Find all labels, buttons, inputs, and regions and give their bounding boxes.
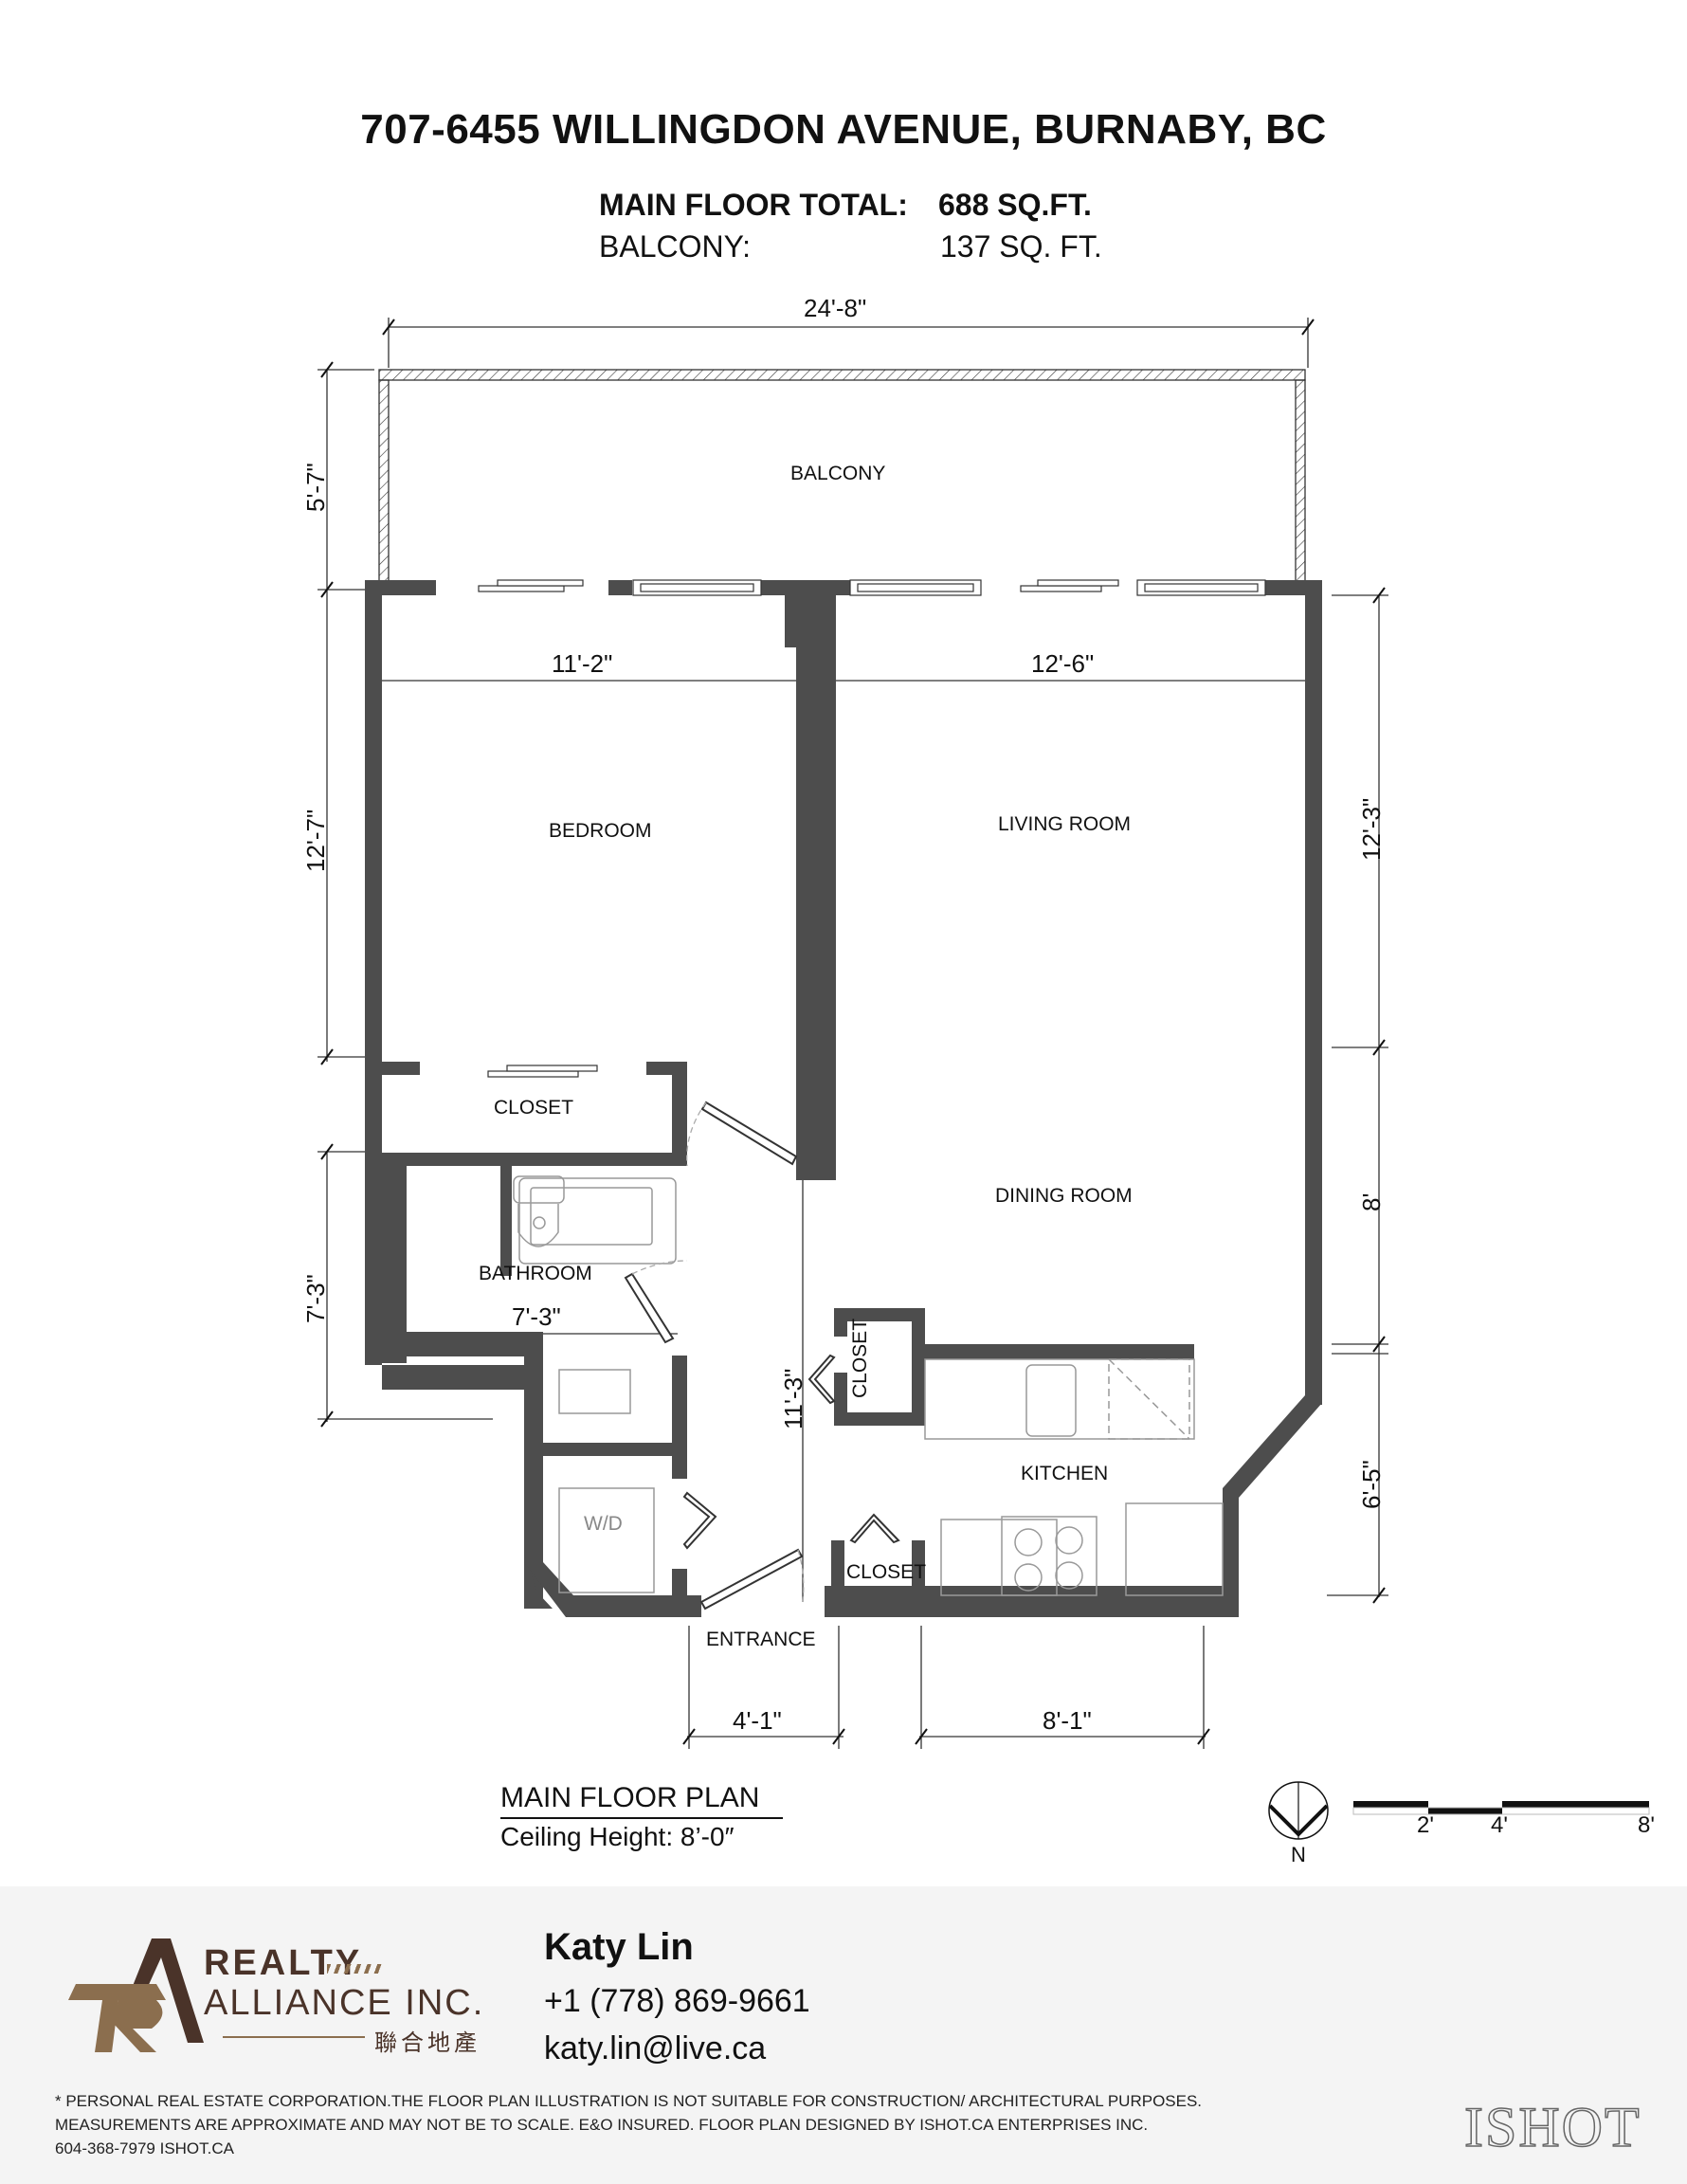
dimension-ticks: [320, 318, 1386, 1745]
brand-alliance: ALLIANCE INC.: [204, 1983, 485, 2023]
brand-rule: [223, 2036, 365, 2038]
dim-kitchen-depth: 6'-5": [1357, 1460, 1386, 1509]
floor-plan-drawing: [317, 318, 1650, 1840]
realty-alliance-logo-icon: [68, 1938, 204, 2052]
dim-overall-width: 24'-8": [804, 294, 867, 322]
property-address: 707-6455 WILLINGDON AVENUE, BURNABY, BC: [360, 106, 1327, 153]
footer-band: [0, 1886, 1687, 2184]
dim-entrance-width: 4'-1": [733, 1706, 782, 1735]
scale-tick-8: 8': [1638, 1812, 1655, 1838]
room-label-closet-bedroom: CLOSET: [494, 1097, 574, 1119]
dim-entry-hall-length: 11'-3": [779, 1368, 807, 1429]
door-swings: [631, 1101, 805, 1603]
ceiling-height: Ceiling Height: 8’-0″: [500, 1822, 735, 1851]
north-arrow-icon: [1268, 1781, 1329, 1840]
room-label-dining-room: DINING ROOM: [995, 1185, 1133, 1207]
agent-phone[interactable]: +1 (778) 869-9661: [544, 1983, 810, 2019]
room-label-closet-entry: CLOSET: [846, 1561, 927, 1583]
scale-bar: [1352, 1801, 1650, 1815]
dim-bathroom-depth: 7'-3": [301, 1274, 330, 1323]
balcony-railing: [378, 369, 1306, 585]
scale-tick-4: 4': [1491, 1812, 1508, 1838]
room-label-entrance: ENTRANCE: [706, 1629, 816, 1650]
walls: [365, 580, 1322, 1617]
balcony-area-label: BALCONY:: [599, 229, 752, 264]
agent-name: Katy Lin: [544, 1926, 694, 1968]
brand-chinese: 聯合地產: [374, 2030, 481, 2056]
scale-tick-2: 2': [1417, 1812, 1434, 1838]
brand-stripes: [327, 1964, 384, 1974]
balcony-area-value: 137 SQ. FT.: [940, 229, 1102, 264]
room-label-bathroom: BATHROOM: [479, 1263, 592, 1284]
ishot-watermark-logo: ISHOT: [1463, 2095, 1642, 2159]
dim-living-depth: 12'-3": [1357, 797, 1386, 861]
disclaimer-line-1: * PERSONAL REAL ESTATE CORPORATION.THE F…: [55, 2092, 1203, 2110]
main-floor-label: MAIN FLOOR TOTAL:: [599, 188, 908, 222]
disclaimer-line-3: 604-368-7979 ISHOT.CA: [55, 2139, 234, 2157]
room-label-closet-kitchen: CLOSET: [849, 1318, 871, 1398]
dim-kitchen-width: 8'-1": [1043, 1706, 1092, 1735]
agent-email[interactable]: katy.lin@live.ca: [544, 2030, 767, 2066]
plan-title: MAIN FLOOR PLAN: [500, 1782, 760, 1813]
room-label-kitchen: KITCHEN: [1021, 1463, 1109, 1484]
room-label-bedroom: BEDROOM: [549, 820, 652, 842]
dim-dining-depth: 8': [1357, 1192, 1386, 1211]
room-label-living-room: LIVING ROOM: [998, 813, 1132, 835]
room-label-balcony: BALCONY: [790, 463, 886, 484]
brand-realty: REALTY: [204, 1943, 363, 1983]
windows: [478, 579, 1266, 1078]
main-floor-value: 688 SQ.FT.: [938, 188, 1092, 222]
dim-bathroom-width: 7'-3": [512, 1302, 561, 1331]
dim-living-width: 12'-6": [1031, 649, 1095, 678]
dimension-lines: [317, 318, 1388, 1749]
dim-bedroom-depth: 12'-7": [301, 809, 330, 872]
north-label: N: [1291, 1843, 1306, 1866]
fixtures: [513, 1175, 1224, 1596]
room-label-washer-dryer: W/D: [584, 1513, 623, 1535]
doors: [624, 1101, 900, 1611]
disclaimer-line-2: MEASUREMENTS ARE APPROXIMATE AND MAY NOT…: [55, 2116, 1149, 2134]
plan-title-underline: [500, 1817, 783, 1819]
dim-bedroom-width: 11'-2": [552, 649, 613, 678]
dim-balcony-depth: 5'-7": [301, 463, 330, 512]
